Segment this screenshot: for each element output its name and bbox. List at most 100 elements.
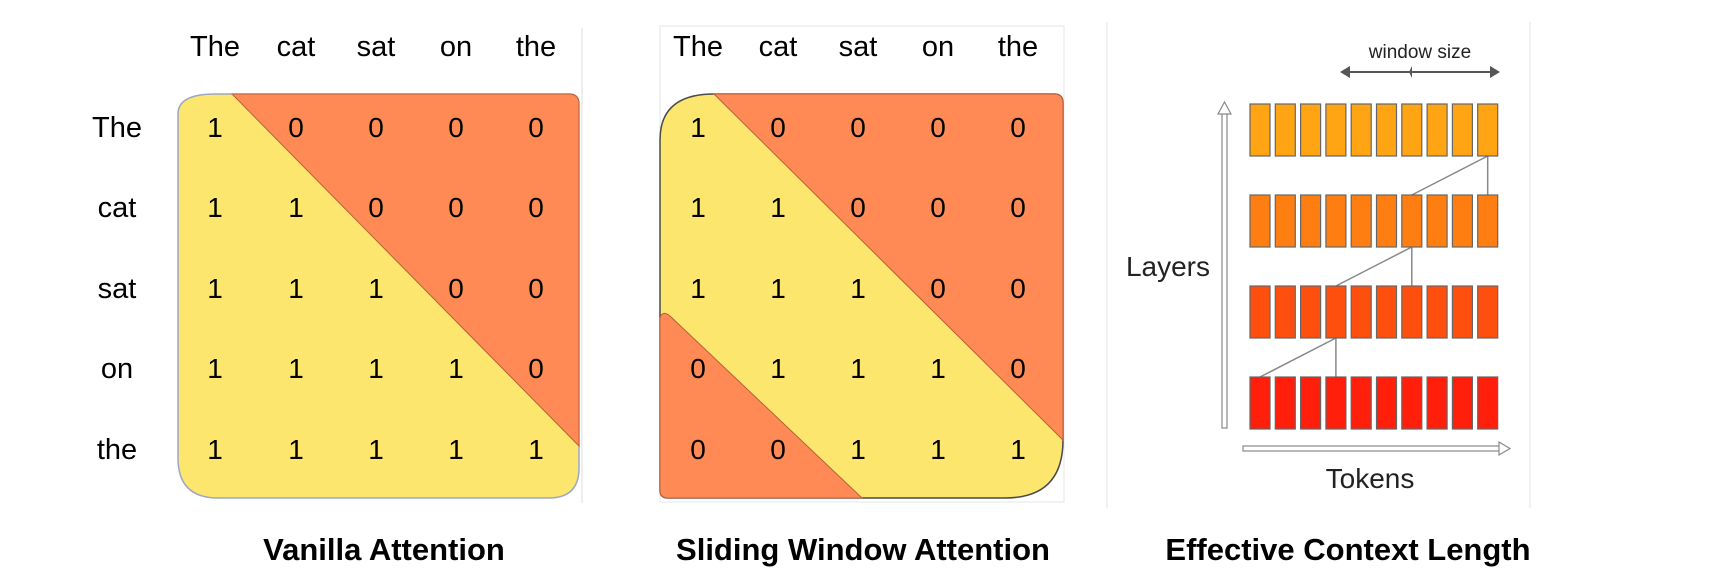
vanilla-row-label: cat [98, 192, 137, 224]
window-size-label: window size [1368, 42, 1471, 63]
token-block [1299, 194, 1322, 248]
receptive-field-lines [1259, 155, 1489, 385]
matrix-cell: 0 [528, 112, 544, 143]
token-block [1375, 103, 1398, 157]
matrix-cell: 1 [207, 273, 223, 304]
matrix-cell: 1 [207, 353, 223, 384]
matrix-cell: 1 [930, 353, 946, 384]
matrix-cell: 1 [448, 434, 464, 465]
matrix-cell: 0 [1010, 273, 1026, 304]
matrix-cell: 0 [448, 112, 464, 143]
vanilla-row-label: sat [98, 273, 137, 305]
matrix-cell: 0 [770, 434, 786, 465]
matrix-cell: 1 [850, 353, 866, 384]
window-size-arrow [1340, 66, 1500, 78]
vanilla-col-label: cat [277, 31, 316, 63]
matrix-cell: 1 [368, 434, 384, 465]
token-block [1274, 194, 1296, 248]
sliding-caption: Sliding Window Attention [676, 532, 1050, 567]
sliding-col-label: on [922, 31, 954, 63]
token-block [1477, 285, 1499, 339]
token-block [1477, 194, 1499, 248]
vanilla-row-label: The [92, 112, 142, 144]
token-block [1325, 376, 1347, 430]
token-block [1274, 285, 1296, 339]
matrix-cell: 1 [690, 192, 706, 223]
vanilla-mask-region [230, 93, 580, 448]
matrix-cell: 1 [288, 353, 304, 384]
token-block [1477, 103, 1499, 157]
matrix-cell: 0 [770, 112, 786, 143]
matrix-cell: 0 [690, 353, 706, 384]
matrix-cell: 1 [850, 434, 866, 465]
layers-arrow [1216, 100, 1233, 429]
vanilla-row-label: the [97, 434, 137, 466]
sliding-matrix [659, 93, 1064, 499]
token-block [1350, 103, 1372, 157]
matrix-cell: 0 [930, 192, 946, 223]
tokens-arrow [1242, 440, 1512, 457]
vanilla-col-label: on [440, 31, 472, 63]
matrix-cell: 0 [1010, 192, 1026, 223]
token-blocks [1249, 103, 1499, 430]
matrix-cell: 0 [368, 192, 384, 223]
layers-label: Layers [1126, 251, 1210, 282]
token-block [1375, 376, 1398, 430]
vanilla-matrix [177, 93, 580, 499]
matrix-cell: 1 [368, 353, 384, 384]
matrix-cell: 0 [528, 192, 544, 223]
token-block [1350, 194, 1372, 248]
matrix-cell: 0 [528, 273, 544, 304]
matrix-cell: 1 [930, 434, 946, 465]
token-block [1477, 376, 1499, 430]
matrix-cell: 1 [1010, 434, 1026, 465]
sliding-col-label: cat [759, 31, 798, 63]
matrix-cell: 0 [368, 112, 384, 143]
matrix-cell: 1 [288, 434, 304, 465]
matrix-cell: 0 [930, 273, 946, 304]
token-block [1299, 103, 1322, 157]
sliding-col-label: the [998, 31, 1038, 63]
token-block [1249, 376, 1271, 430]
matrix-cell: 1 [528, 434, 544, 465]
token-block [1249, 285, 1271, 339]
tokens-label: Tokens [1326, 463, 1415, 494]
matrix-cell: 0 [1010, 353, 1026, 384]
sliding-col-label: The [673, 31, 723, 63]
vanilla-col-label: The [190, 31, 240, 63]
token-block [1325, 285, 1347, 339]
token-block [1401, 376, 1423, 430]
matrix-cell: 1 [448, 353, 464, 384]
token-block [1451, 194, 1474, 248]
token-block [1249, 194, 1271, 248]
sliding-col-label: sat [839, 31, 878, 63]
token-block [1375, 194, 1398, 248]
token-block [1401, 103, 1423, 157]
token-block [1375, 285, 1398, 339]
matrix-cell: 0 [690, 434, 706, 465]
matrix-cell: 0 [850, 192, 866, 223]
matrix-cell: 1 [368, 273, 384, 304]
matrix-cell: 1 [207, 112, 223, 143]
context-length-panel: window size Layers Tokens Effective Cont… [1106, 22, 1531, 567]
token-block [1401, 194, 1423, 248]
receptive-field-line [1335, 246, 1413, 287]
receptive-field-line [1259, 337, 1337, 378]
receptive-field-line [1411, 155, 1489, 196]
token-block [1350, 285, 1372, 339]
token-block [1299, 285, 1322, 339]
matrix-cell: 1 [207, 434, 223, 465]
matrix-cell: 0 [1010, 112, 1026, 143]
token-block [1451, 285, 1474, 339]
matrix-cell: 1 [690, 273, 706, 304]
sliding-column-labels: The cat sat on the [673, 31, 1038, 63]
token-block [1325, 194, 1347, 248]
token-block [1350, 376, 1372, 430]
matrix-cell: 0 [288, 112, 304, 143]
matrix-cell: 0 [448, 273, 464, 304]
token-block [1299, 376, 1322, 430]
matrix-cell: 1 [207, 192, 223, 223]
